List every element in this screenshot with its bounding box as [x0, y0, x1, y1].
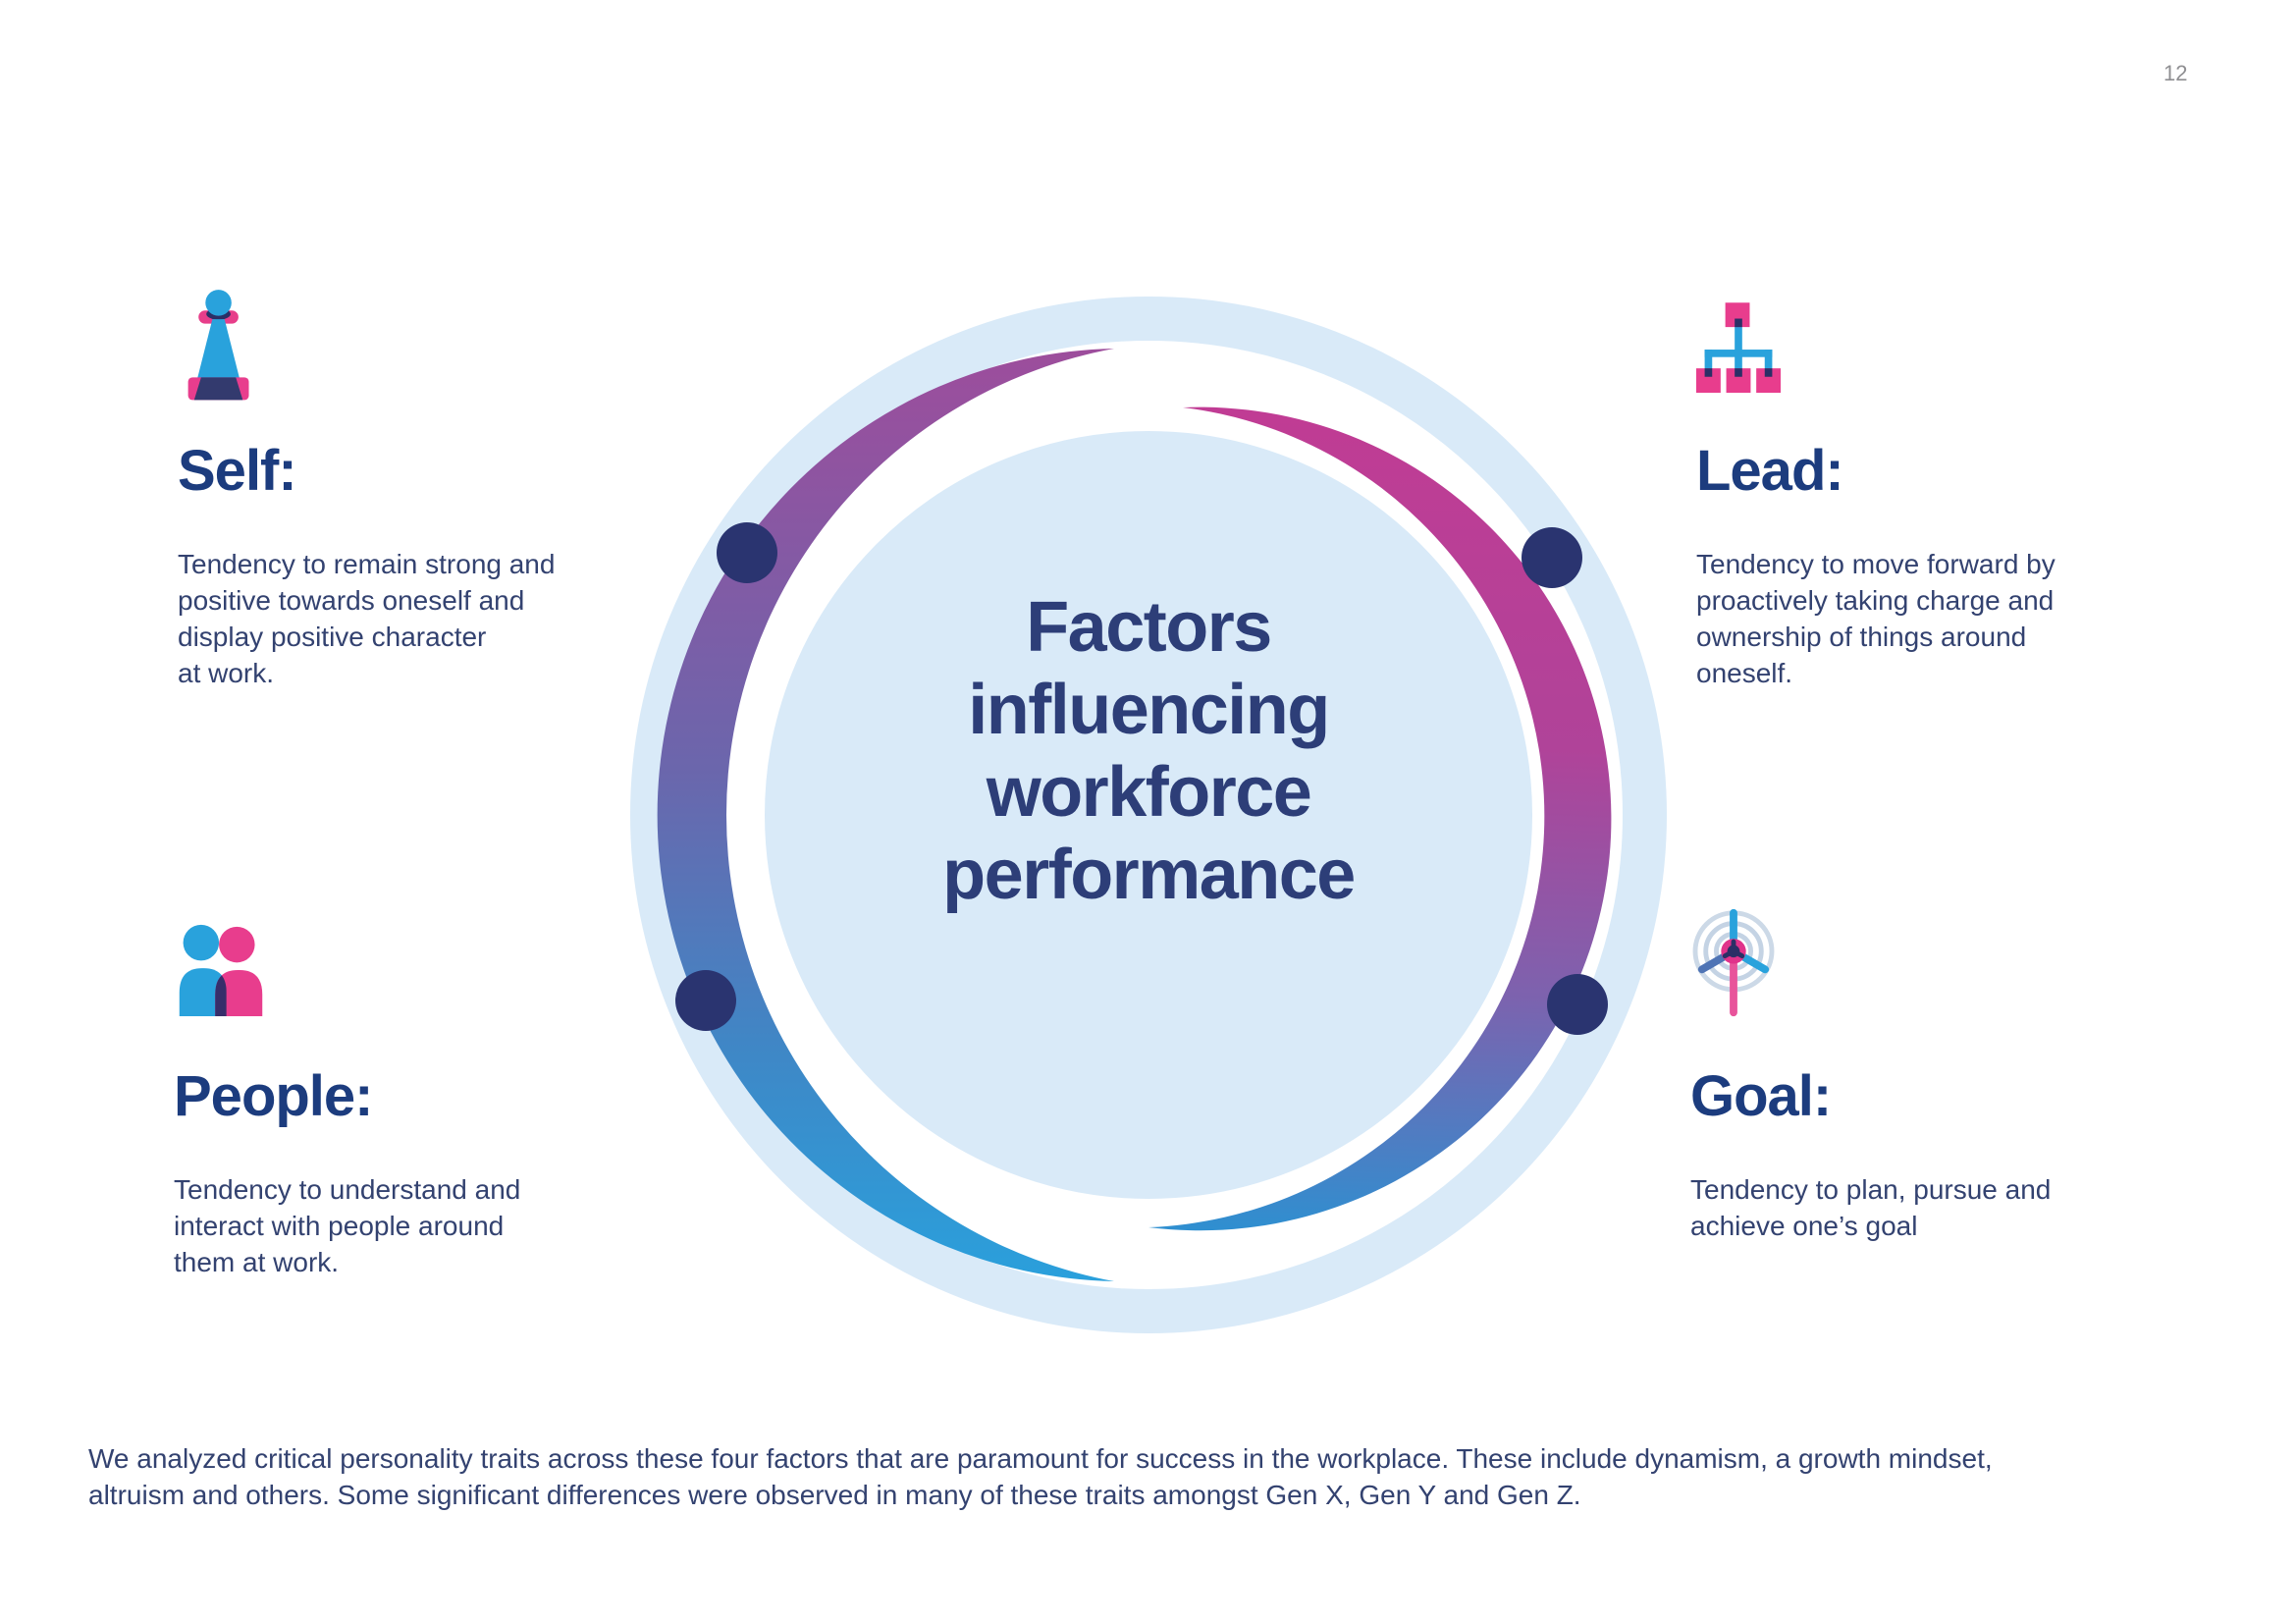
- connector-dot-lower-left: [675, 970, 736, 1031]
- factor-lead: Lead: Tendency to move forward by proact…: [1696, 302, 2207, 691]
- factor-goal: Goal: Tendency to plan, pursue and achie…: [1690, 905, 2201, 1244]
- title-line: workforce: [986, 753, 1312, 832]
- outer-pale-circle: [630, 297, 1667, 1333]
- two-people-icon: [179, 924, 263, 1017]
- title-line: Factors: [1026, 588, 1272, 667]
- connector-dot-upper-left: [717, 522, 777, 583]
- factor-people: People: Tendency to understand and inter…: [174, 919, 665, 1280]
- title-line: influencing: [968, 671, 1330, 749]
- connector-dot-lower-right: [1547, 974, 1608, 1035]
- footer-line: altruism and others. Some significant di…: [88, 1480, 1581, 1510]
- org-chart-icon: [1696, 302, 1781, 393]
- factor-self: Self: Tendency to remain strong and posi…: [178, 288, 668, 691]
- factor-goal-title: Goal:: [1690, 1064, 1832, 1128]
- factor-goal-description: Tendency to plan, pursue and achieve one…: [1690, 1174, 2052, 1241]
- factor-lead-description: Tendency to move forward by proactively …: [1696, 549, 2056, 688]
- factor-self-description: Tendency to remain strong and positive t…: [178, 549, 556, 688]
- footer-line: We analyzed critical personality traits …: [88, 1443, 1993, 1474]
- title-line: performance: [942, 836, 1356, 914]
- factor-lead-title: Lead:: [1696, 439, 1844, 503]
- chess-pawn-icon: [187, 290, 249, 401]
- footer-summary: We analyzed critical personality traits …: [88, 1440, 2248, 1513]
- connector-dot-upper-right: [1522, 527, 1582, 588]
- factor-self-title: Self:: [178, 439, 297, 503]
- swirl-ring-graphic: [630, 297, 1667, 1333]
- factor-people-description: Tendency to understand and interact with…: [174, 1174, 521, 1277]
- right-crescent-arc: [1148, 406, 1612, 1231]
- page-number: 12: [2163, 61, 2188, 85]
- target-dart-icon: [1692, 908, 1775, 1017]
- page-title: Factors influencing workforce performanc…: [805, 586, 1492, 916]
- factor-people-title: People:: [174, 1064, 374, 1128]
- left-crescent-arc: [657, 349, 1114, 1281]
